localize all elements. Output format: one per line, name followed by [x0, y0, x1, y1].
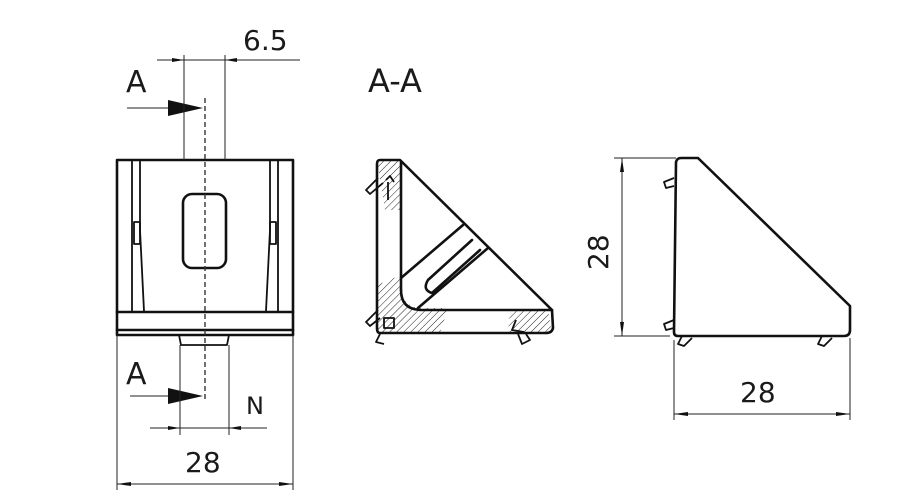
section-arrow-top-icon [168, 100, 203, 116]
front-view: A A 6.5 N 28 [115, 24, 300, 490]
section-arrow-bottom-icon [168, 388, 203, 404]
hatched-top [377, 161, 401, 210]
dimension-height-side: 28 [582, 234, 615, 270]
section-title: A-A [368, 62, 422, 100]
section-outline [375, 158, 555, 335]
dimension-slot-label: N [246, 392, 264, 420]
side-view-outline [672, 156, 852, 338]
section-view: A-A [365, 62, 555, 345]
section-marker-bottom: A [126, 357, 147, 392]
side-view: 28 28 [582, 156, 852, 420]
dimension-width-front: 28 [185, 446, 221, 479]
section-marker-top: A [126, 65, 147, 100]
dimension-width-side: 28 [740, 376, 776, 409]
hatched-right [508, 310, 552, 333]
hatched-corner [377, 275, 448, 333]
dimension-offset: 6.5 [243, 24, 288, 57]
